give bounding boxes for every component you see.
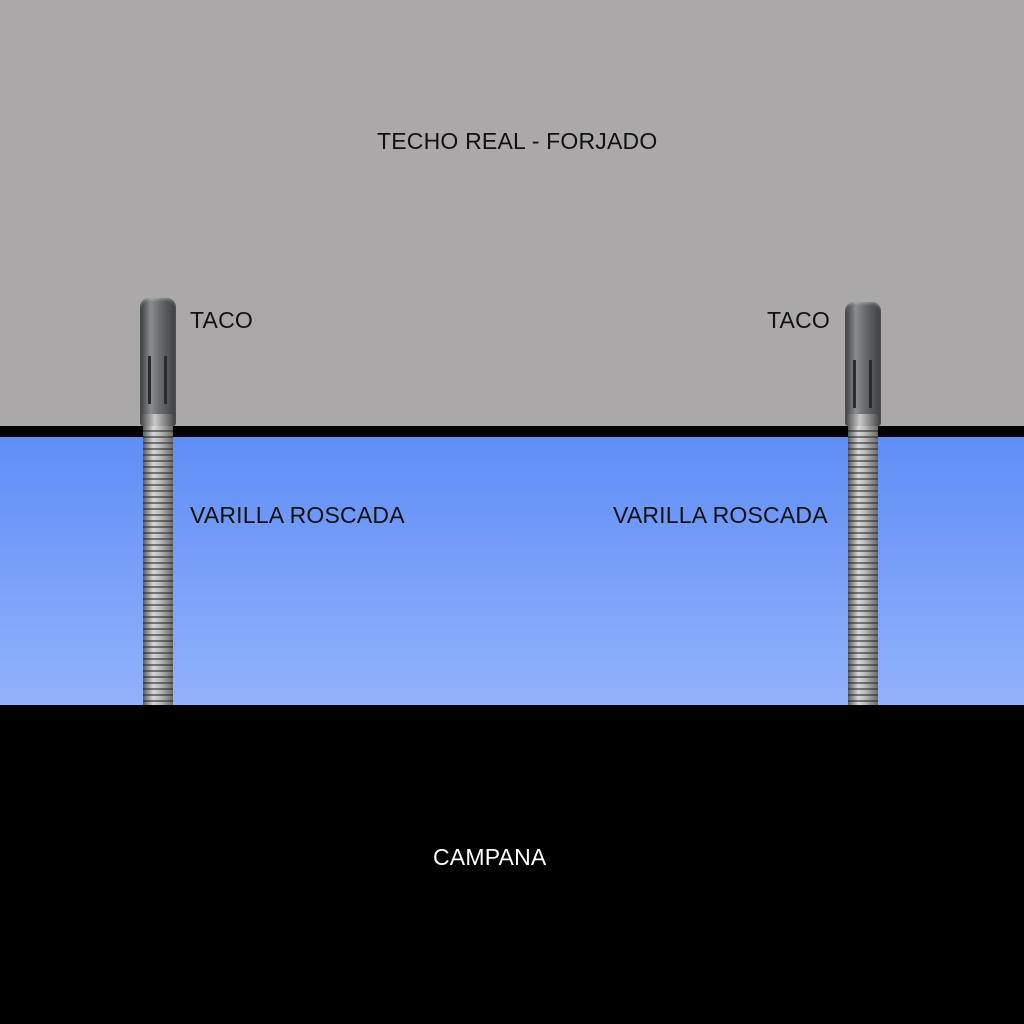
left-anchor-label: TACO: [190, 307, 253, 333]
hood-block: [0, 705, 1024, 1024]
right-anchor-slot: [853, 360, 856, 408]
right-anchor-collar: [847, 414, 879, 426]
left-anchor-collar: [142, 414, 174, 426]
right-wall-anchor: [845, 302, 881, 426]
right-anchor-slot: [869, 360, 872, 408]
left-rod-label: VARILLA ROSCADA: [190, 502, 405, 528]
left-anchor-slot: [164, 356, 167, 404]
right-threaded-rod: [848, 424, 878, 705]
right-anchor-label: TACO: [767, 307, 830, 333]
left-wall-anchor: [140, 298, 176, 426]
left-threaded-rod: [143, 424, 173, 705]
ceiling-label: TECHO REAL - FORJADO: [377, 128, 658, 154]
ceiling-edge-line: [0, 426, 1024, 437]
hood-label: CAMPANA: [433, 844, 547, 870]
right-rod-label: VARILLA ROSCADA: [613, 502, 828, 528]
left-anchor-slot: [148, 356, 151, 404]
